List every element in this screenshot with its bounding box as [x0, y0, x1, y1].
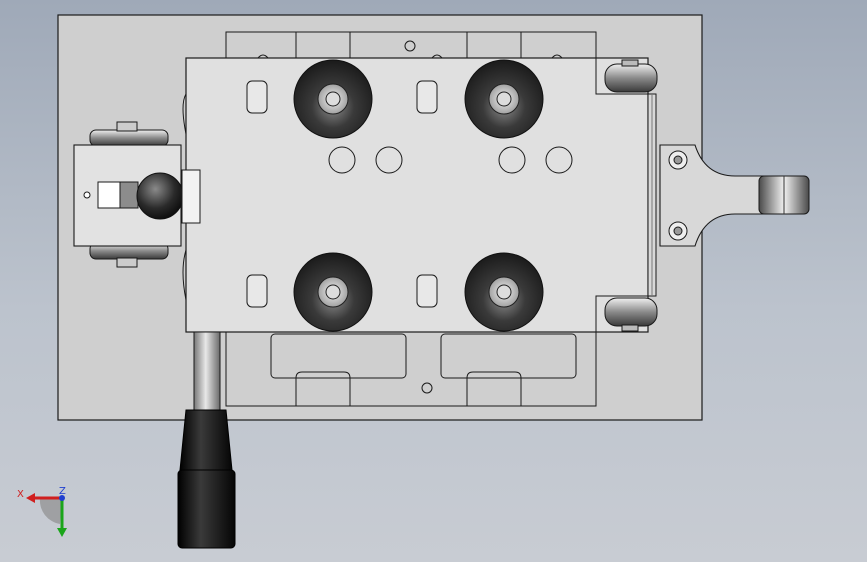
- wheel-top-left: [293, 59, 373, 139]
- top-plate-right-step: [595, 58, 648, 332]
- x-axis-label: X: [17, 489, 24, 500]
- crank-handle: [177, 331, 236, 549]
- right-side-rail: [647, 93, 657, 297]
- triad-arc: [39, 498, 62, 524]
- wheel-bottom-left: [293, 252, 373, 332]
- wheel-top-right: [464, 59, 544, 139]
- roller-bottom-right: [604, 297, 658, 332]
- z-axis-dot: [59, 495, 65, 501]
- left-clamp-block: [73, 121, 201, 268]
- z-axis-label: Z: [59, 486, 66, 497]
- wheel-bottom-right: [464, 252, 544, 332]
- plate-left-notches: [182, 93, 187, 301]
- x-axis-arrowhead: [26, 493, 35, 503]
- coordinate-triad: X Z: [17, 486, 67, 537]
- plate-slot-holes: [246, 80, 438, 308]
- plate-bolt-holes: [328, 146, 573, 174]
- y-axis-arrowhead: [57, 528, 67, 537]
- roller-top-right: [604, 59, 658, 93]
- right-clamp-bracket: [659, 144, 810, 247]
